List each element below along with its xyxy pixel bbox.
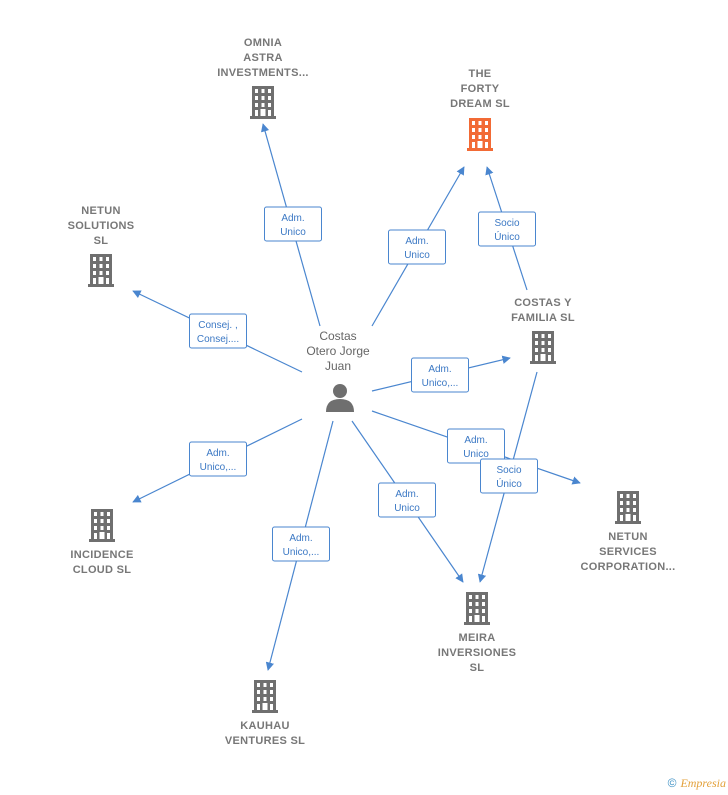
edge-label-box <box>378 482 436 518</box>
edge-label-center-meira[interactable]: Adm. Unico <box>378 482 436 518</box>
node-label-line: INVESTMENTS... <box>217 67 309 79</box>
edge-label-line: Unico <box>394 503 420 514</box>
edge-label-box <box>480 458 538 494</box>
edge-label-line: Único <box>496 477 522 490</box>
edge-label-box <box>447 428 505 464</box>
edge-label-line: Adm. <box>464 435 487 446</box>
node-label-line: SOLUTIONS <box>68 220 135 232</box>
node-label-line: SERVICES <box>599 546 657 558</box>
edge-label-line: Unico,... <box>200 462 237 473</box>
brand-name: Empresia <box>680 776 726 790</box>
node-label-line: DREAM SL <box>450 98 510 110</box>
node-forty[interactable]: THE FORTY DREAM SL <box>450 68 510 151</box>
node-costas_fam[interactable]: COSTAS Y FAMILIA SL <box>511 297 575 364</box>
node-label-line: SL <box>470 662 485 674</box>
edge-label-line: Unico <box>280 227 306 238</box>
node-omnia[interactable]: OMNIA ASTRA INVESTMENTS... <box>217 37 309 119</box>
building-icon <box>250 86 276 119</box>
building-icon <box>89 509 115 542</box>
building-icon <box>530 331 556 364</box>
edge-label-line: Unico <box>463 449 489 460</box>
building-icon <box>464 592 490 625</box>
edge-label-line: Unico,... <box>283 547 320 558</box>
building-icon <box>88 254 114 287</box>
node-netun_sol[interactable]: NETUN SOLUTIONS SL <box>68 205 135 287</box>
edge-label-line: Unico <box>404 250 430 261</box>
node-incidence[interactable]: INCIDENCE CLOUD SL <box>70 509 133 576</box>
node-label-line: CLOUD SL <box>73 564 132 576</box>
edge-label-line: Unico,... <box>422 378 459 389</box>
building-icon <box>252 680 278 713</box>
node-label-line: ASTRA <box>243 52 282 64</box>
edge-label-box <box>411 357 469 393</box>
node-kauhau[interactable]: KAUHAU VENTURES SL <box>225 680 305 747</box>
footer-brand: ©Empresia <box>668 776 726 791</box>
edge-label-center-omnia[interactable]: Adm. Unico <box>264 206 322 242</box>
node-label-line: INCIDENCE <box>70 549 133 561</box>
edge-label-center-forty[interactable]: Adm. Unico <box>388 229 446 265</box>
node-label-line: FORTY <box>461 83 500 95</box>
edge-label-center-netun_sol[interactable]: Consej. , Consej.... <box>189 313 247 349</box>
building-icon <box>615 491 641 524</box>
edge-label-line: Adm. <box>289 533 312 544</box>
edge-label-box <box>264 206 322 242</box>
edge-label-line: Adm. <box>206 448 229 459</box>
node-meira[interactable]: MEIRA INVERSIONES SL <box>438 592 517 674</box>
edge-label-line: Socio <box>496 465 521 476</box>
edge-label-line: Adm. <box>405 236 428 247</box>
person-name-line: Juan <box>325 359 351 373</box>
node-label-line: FAMILIA SL <box>511 312 575 324</box>
node-label-line: THE <box>469 68 492 80</box>
edge-label-box <box>478 211 536 247</box>
edge-label-center-netun_serv[interactable]: Adm. Unico <box>447 428 505 464</box>
node-label-line: CORPORATION... <box>580 561 675 573</box>
edge-label-line: Consej. , <box>198 320 237 331</box>
edge-label-box <box>189 313 247 349</box>
node-netun_serv[interactable]: NETUN SERVICES CORPORATION... <box>580 491 675 573</box>
person-name-line: Otero Jorge <box>306 344 370 358</box>
edge-label-center-kauhau[interactable]: Adm. Unico,... <box>272 526 330 562</box>
node-label-line: OMNIA <box>244 37 282 49</box>
edge-label-line: Adm. <box>281 213 304 224</box>
person-icon <box>326 384 354 412</box>
node-label-line: SL <box>94 235 109 247</box>
node-label-line: KAUHAU <box>240 720 289 732</box>
node-label-line: INVERSIONES <box>438 647 517 659</box>
node-label-line: MEIRA <box>459 632 496 644</box>
node-label-line: NETUN <box>81 205 120 217</box>
building-icon <box>467 118 493 151</box>
edge-label-center-costas_fam[interactable]: Adm. Unico,... <box>411 357 469 393</box>
edge-label-line: Único <box>494 230 520 243</box>
edge-label-line: Adm. <box>395 489 418 500</box>
edge-label-center-incidence[interactable]: Adm. Unico,... <box>189 441 247 477</box>
edge-label-line: Adm. <box>428 364 451 375</box>
edge-label-box <box>189 441 247 477</box>
node-label-line: NETUN <box>608 531 647 543</box>
node-label-line: COSTAS Y <box>514 297 572 309</box>
edge-label-box <box>272 526 330 562</box>
edge-label-line: Socio <box>494 218 519 229</box>
person-name-line: Costas <box>319 329 356 343</box>
node-label-line: VENTURES SL <box>225 735 305 747</box>
edge-label-box <box>388 229 446 265</box>
copyright-icon: © <box>667 776 677 790</box>
edge-label-line: Consej.... <box>197 334 239 345</box>
